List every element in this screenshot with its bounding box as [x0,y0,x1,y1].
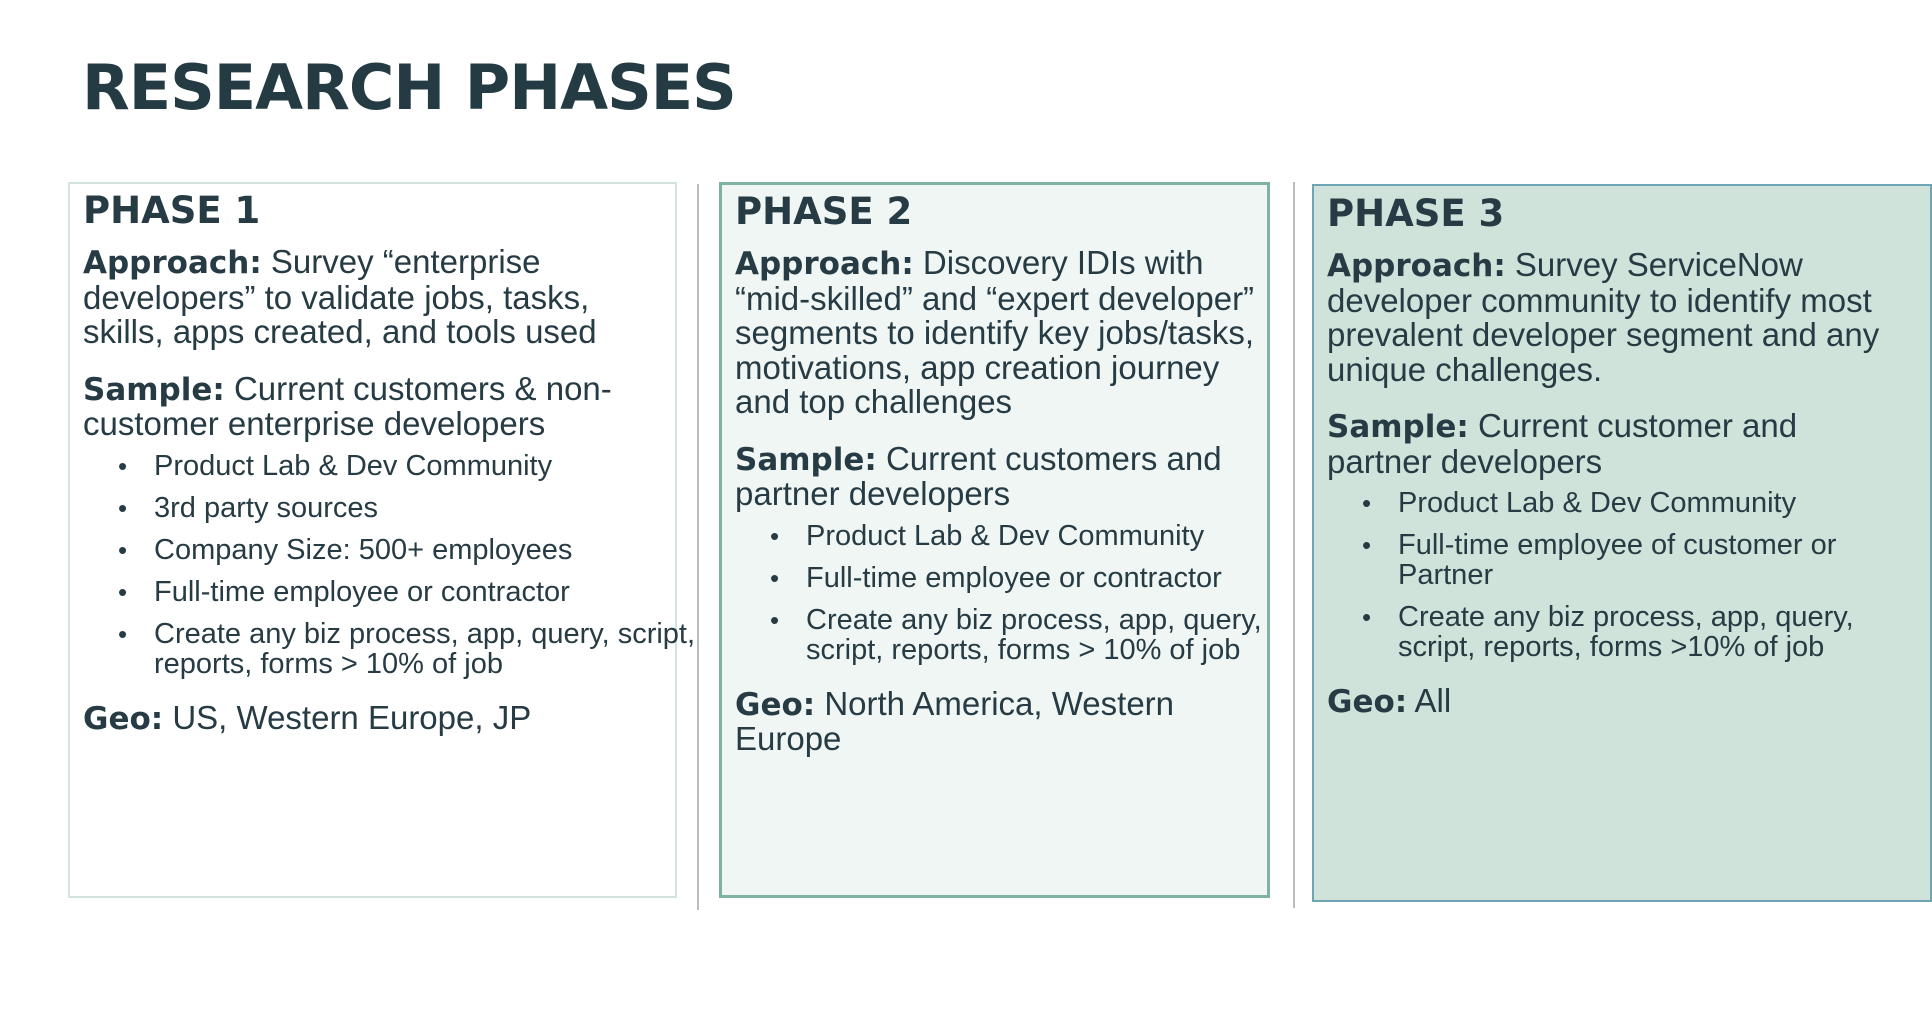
phase-3-sample: Sample: Current customer and partner dev… [1327,407,1887,480]
sample-label: Sample: [1327,409,1469,445]
geo-label: Geo: [83,700,164,737]
list-item: Product Lab & Dev Community [118,451,734,481]
sample-text: Current customers and partner developers [735,439,1222,512]
approach-text: Discovery IDIs with “mid-skilled” and “e… [735,244,1255,420]
phase-3-geo: Geo: All [1327,682,1887,720]
phase-1-geo: Geo: US, Western Europe, JP [83,698,663,737]
divider [1293,182,1295,908]
sample-label: Sample: [83,371,225,408]
list-item: Full-time employee of customer or Partne… [1362,530,1918,590]
geo-text: US, Western Europe, JP [163,698,532,736]
approach-label: Approach: [1327,248,1506,284]
phase-1-bullet-list: Product Lab & Dev Community 3rd party so… [83,451,734,679]
list-item: 3rd party sources [118,493,734,523]
phase-3-heading: PHASE 3 [1327,192,1505,235]
geo-text: North America, Western Europe [735,684,1175,757]
list-item: Create any biz process, app, query, scri… [1362,602,1918,662]
phase-2-approach: Approach: Discovery IDIs with “mid-skill… [735,244,1255,420]
phase-1-sample: Sample: Current customers & non-customer… [83,369,663,442]
phase-2-bullet-list: Product Lab & Dev Community Full-time em… [735,521,1336,665]
geo-label: Geo: [1327,684,1408,720]
phase-1-card: PHASE 1 Approach: Survey “enterprise dev… [68,182,695,898]
sample-text: Current customers & non-customer enterpr… [83,369,612,442]
phase-2-geo: Geo: North America, Western Europe [735,684,1255,757]
approach-text: Survey ServiceNow developer community to… [1327,246,1880,388]
list-item: Full-time employee or contractor [770,563,1336,593]
phase-1-approach: Approach: Survey “enterprise developers”… [83,243,663,350]
list-item: Full-time employee or contractor [118,577,734,607]
sample-text: Current customer and partner developers [1327,407,1798,480]
page-title: RESEARCH PHASES [82,51,737,124]
phase-3-approach: Approach: Survey ServiceNow developer co… [1327,246,1887,388]
sample-label: Sample: [735,441,877,478]
approach-text: Survey “enterprise developers” to valida… [83,243,597,350]
list-item: Company Size: 500+ employees [118,535,734,565]
geo-text: All [1407,682,1452,719]
list-item: Create any biz process, app, query, scri… [118,619,734,679]
phase-1-heading: PHASE 1 [83,189,261,232]
list-item: Create any biz process, app, query, scri… [770,605,1336,665]
phase-2-sample: Sample: Current customers and partner de… [735,439,1255,512]
phase-2-card: PHASE 2 Approach: Discovery IDIs with “m… [719,182,1270,898]
divider [697,184,699,910]
geo-label: Geo: [735,686,816,723]
list-item: Product Lab & Dev Community [1362,488,1918,518]
phase-2-heading: PHASE 2 [735,190,913,233]
phase-3-bullet-list: Product Lab & Dev Community Full-time em… [1327,488,1918,662]
approach-label: Approach: [735,246,914,282]
list-item: Product Lab & Dev Community [770,521,1336,551]
approach-label: Approach: [83,245,262,281]
phase-3-card: PHASE 3 Approach: Survey ServiceNow deve… [1312,184,1932,902]
